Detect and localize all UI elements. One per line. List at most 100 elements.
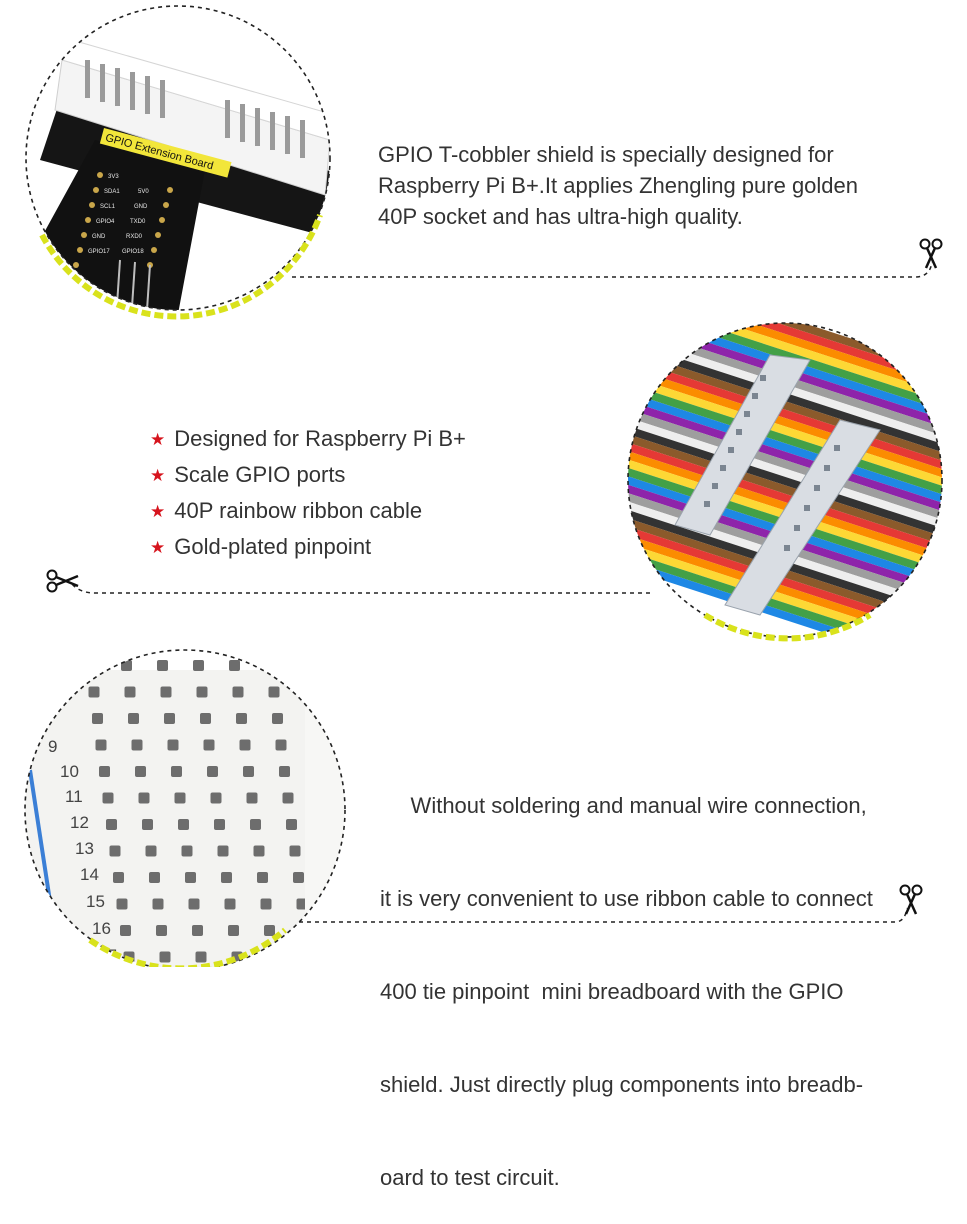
feature-item: ★ Gold-plated pinpoint (150, 534, 371, 560)
svg-text:SDA1: SDA1 (104, 189, 120, 195)
breadboard-description-line: it is very convenient to use ribbon cabl… (380, 886, 873, 911)
breadboard-hole (229, 660, 240, 671)
svg-text:SCL1: SCL1 (100, 204, 116, 210)
breadboard-description: Without soldering and manual wire connec… (380, 728, 960, 1224)
shield-description: GPIO T-cobbler shield is specially desig… (378, 139, 958, 232)
cut-line-1 (71, 261, 933, 923)
breadboard-hole (293, 872, 304, 883)
breadboard-hole (279, 766, 290, 777)
breadboard-hole (207, 766, 218, 777)
breadboard-hole (181, 845, 193, 857)
breadboard-hole (156, 925, 167, 936)
breadboard-hole (264, 925, 275, 936)
row-number: 13 (75, 839, 94, 858)
breadboard-hole (268, 686, 280, 698)
breadboard-hole (272, 713, 283, 724)
feature-item: ★40P rainbow ribbon cable (150, 498, 422, 524)
breadboard-hole (152, 898, 164, 910)
breadboard-hole (228, 925, 239, 936)
breadboard-hole (243, 766, 254, 777)
breadboard-hole (265, 660, 276, 671)
breadboard-hole (128, 713, 139, 724)
breadboard-hole (260, 898, 272, 910)
breadboard-hole (232, 686, 244, 698)
svg-text:GPIO17: GPIO17 (88, 249, 110, 255)
breadboard-hole (92, 713, 103, 724)
breadboard-hole (95, 739, 107, 751)
svg-text:5V0: 5V0 (138, 189, 149, 195)
svg-text:GND: GND (92, 234, 106, 240)
breadboard-hole (253, 845, 265, 857)
feature-label: 40P rainbow ribbon cable (174, 498, 423, 523)
breadboard-hole (303, 951, 315, 963)
breadboard-hole (296, 898, 308, 910)
breadboard-hole (135, 766, 146, 777)
breadboard-hole (289, 845, 301, 857)
breadboard-hole (185, 872, 196, 883)
breadboard-hole (188, 898, 200, 910)
breadboard-hole (106, 819, 117, 830)
svg-text:TXD0: TXD0 (130, 219, 146, 225)
breadboard-hole (282, 792, 294, 804)
row-number: 12 (70, 813, 89, 832)
breadboard-hole (159, 951, 171, 963)
breadboard-hole (257, 872, 268, 883)
svg-text:RXD0: RXD0 (126, 234, 143, 240)
row-numbers: 9 10 11 12 13 14 15 16 17 (48, 737, 117, 965)
breadboard-hole (195, 951, 207, 963)
breadboard-hole (196, 686, 208, 698)
scissors-icon (919, 238, 943, 269)
breadboard-hole (157, 660, 168, 671)
svg-text:3V3: 3V3 (108, 174, 119, 180)
row-number: 15 (86, 892, 105, 911)
breadboard-hole (224, 898, 236, 910)
svg-text:GPIO4: GPIO4 (96, 219, 115, 225)
breadboard-circle-image: 9 10 11 12 13 14 15 16 17 (24, 649, 346, 967)
breadboard-hole (192, 925, 203, 936)
breadboard-hole (239, 739, 251, 751)
breadboard-hole (120, 925, 131, 936)
breadboard-hole (164, 713, 175, 724)
breadboard-hole (300, 925, 311, 936)
breadboard-hole (267, 951, 279, 963)
row-number: 11 (65, 787, 83, 806)
breadboard-hole (171, 766, 182, 777)
breadboard-hole (200, 713, 211, 724)
breadboard-hole (131, 739, 143, 751)
row-number: 16 (92, 919, 111, 938)
breadboard-hole (203, 739, 215, 751)
breadboard-description-line: 400 tie pinpoint mini breadboard with th… (380, 979, 844, 1004)
breadboard-description-line: Without soldering and manual wire connec… (380, 793, 867, 818)
breadboard-hole (109, 845, 121, 857)
breadboard-hole (88, 686, 100, 698)
shield-description-line: Raspberry Pi B+.It applies Zhengling pur… (378, 173, 859, 198)
breadboard-hole (167, 739, 179, 751)
svg-text:GND: GND (134, 204, 148, 210)
svg-text:GPIO18: GPIO18 (122, 249, 144, 255)
breadboard-hole (193, 660, 204, 671)
breadboard-hole (275, 739, 287, 751)
breadboard-hole (113, 872, 124, 883)
red-star-icon: ★ (150, 430, 166, 449)
feature-item: ★Scale GPIO ports (150, 462, 345, 488)
shield-description-line: GPIO T-cobbler shield is specially desig… (378, 142, 834, 167)
red-star-icon: ★ (150, 538, 166, 557)
breadboard-hole (149, 872, 160, 883)
breadboard-hole (99, 766, 110, 777)
feature-item: ★ Designed for Raspberry Pi B+ (150, 426, 466, 452)
row-number: 14 (80, 865, 99, 884)
breadboard-hole (250, 819, 261, 830)
breadboard-hole (142, 819, 153, 830)
breadboard-hole (214, 819, 225, 830)
scissors-icon (46, 569, 79, 593)
breadboard-hole (174, 792, 186, 804)
feature-label: Designed for Raspberry Pi B+ (174, 426, 466, 451)
breadboard-description-line: shield. Just directly plug components in… (380, 1072, 864, 1097)
breadboard-hole (236, 713, 247, 724)
ribbon-cable-circle-image (627, 322, 943, 642)
breadboard-description-line: oard to test circuit. (380, 1165, 560, 1190)
feature-label: Gold-plated pinpoint (174, 534, 372, 559)
breadboard-hole (217, 845, 229, 857)
red-star-icon: ★ (150, 466, 166, 485)
